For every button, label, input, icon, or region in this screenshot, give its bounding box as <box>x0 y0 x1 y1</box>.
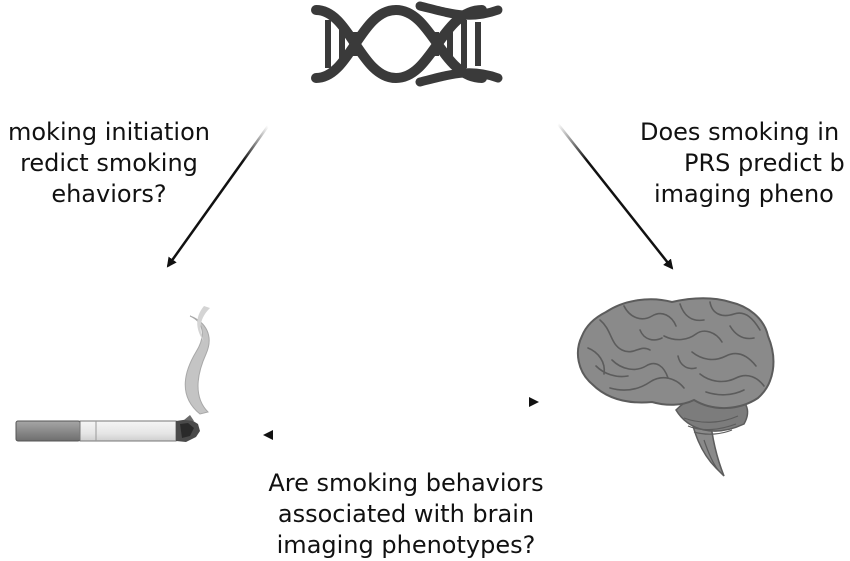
question-line: moking initiation <box>7 118 210 146</box>
question-line: PRS predict b <box>684 149 845 177</box>
question-smoking-brain-association: Are smoking behaviors associated with br… <box>0 468 812 561</box>
question-line: associated with brain <box>277 500 535 528</box>
question-line: imaging phenotypes? <box>276 531 536 559</box>
brain-icon <box>576 297 775 477</box>
dna-helix-icon <box>311 1 503 87</box>
smoke <box>184 315 210 415</box>
question-genetics-to-smoking: moking initiation redict smoking ehavior… <box>8 117 210 210</box>
cigarette-icon <box>15 306 210 442</box>
question-line: ehaviors? <box>51 180 167 208</box>
arrow-genetics-to-brain <box>557 123 674 270</box>
question-line: Does smoking in <box>640 118 840 146</box>
brain-stem <box>703 439 719 471</box>
question-line: imaging pheno <box>654 180 834 208</box>
question-line: redict smoking <box>20 149 198 177</box>
question-genetics-to-brain: Does smoking in PRS predict b imaging ph… <box>640 117 845 210</box>
question-line: Are smoking behaviors <box>268 469 544 497</box>
arrow-genetics-to-smoking <box>166 125 270 268</box>
